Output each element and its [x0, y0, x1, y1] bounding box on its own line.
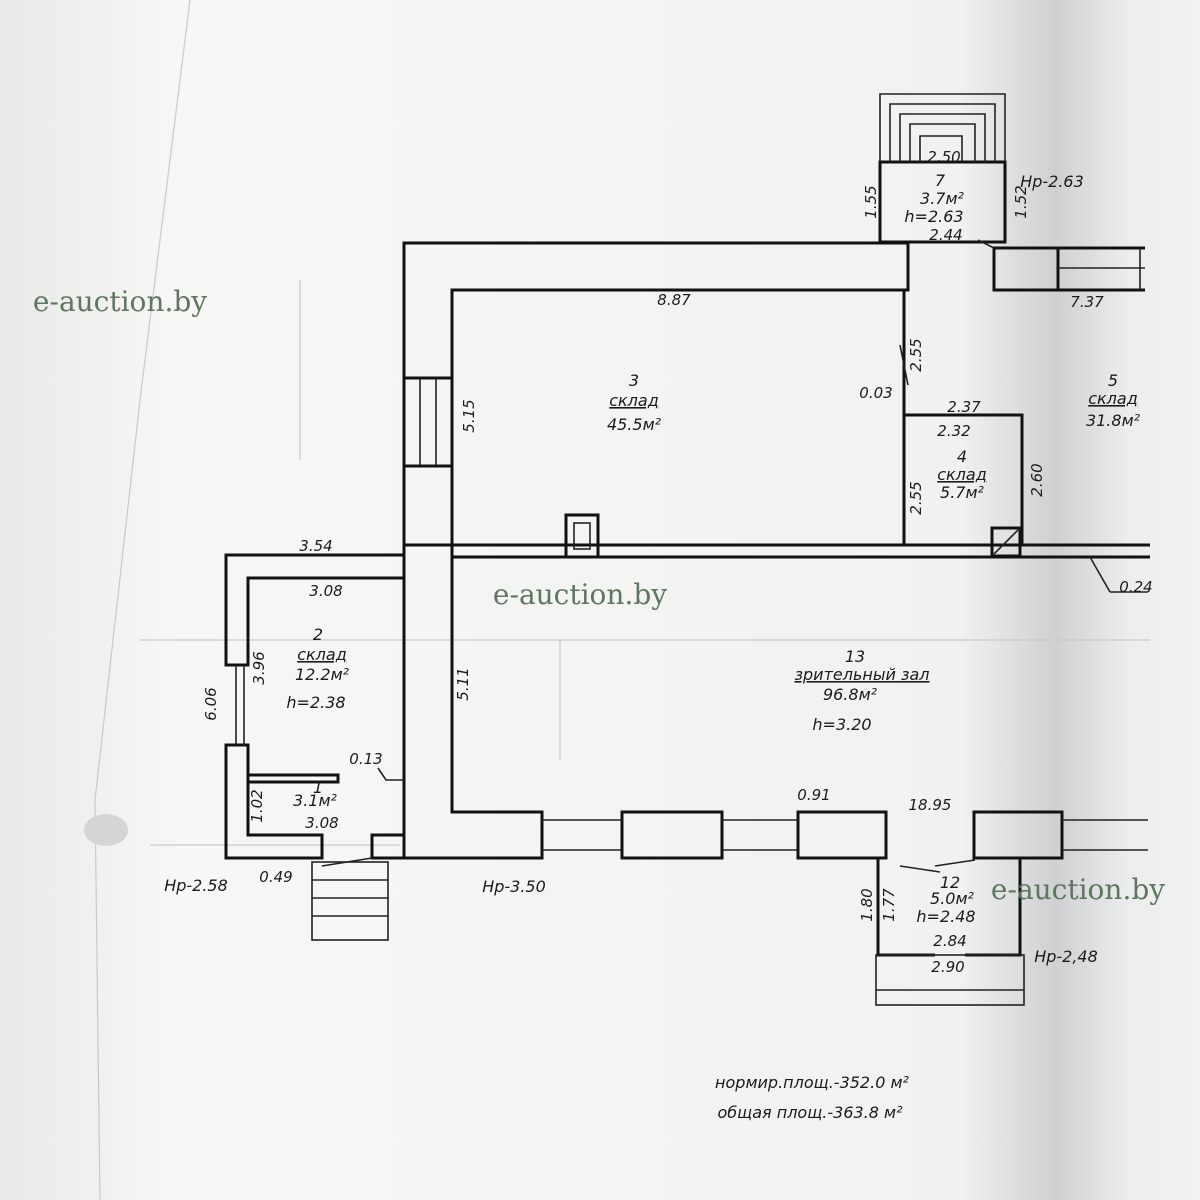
dim-2-37: 2.37 [947, 398, 981, 416]
dim-1-80: 1.80 [858, 888, 876, 921]
room-13-area: 96.8м² [823, 685, 878, 704]
room-5-name: склад [1088, 389, 1138, 408]
dim-7-37: 7.37 [1070, 293, 1104, 311]
dim-0-24: 0.24 [1119, 578, 1152, 596]
dim-5-11: 5.11 [454, 667, 472, 700]
room-2-height: h=2.38 [286, 693, 345, 712]
dim-2-44: 2.44 [929, 226, 962, 244]
room-13-number: 13 [845, 647, 865, 666]
room-2-walls [224, 553, 404, 860]
dim-3-08-top: 3.08 [309, 582, 342, 600]
room-13-name: зрительный зал [795, 665, 930, 684]
right-top-structure [992, 246, 1145, 292]
dim-0-91: 0.91 [797, 786, 830, 804]
dim-1-02: 1.02 [248, 789, 266, 822]
room-4-number: 4 [957, 447, 967, 466]
room-12-walls [875, 858, 1025, 1006]
dim-2-55-top: 2.55 [907, 338, 925, 371]
dim-3-08-bottom: 3.08 [305, 814, 338, 832]
room-2-area: 12.2м² [295, 665, 350, 684]
room-5-number: 5 [1108, 371, 1118, 390]
room-12-number: 12 [940, 873, 960, 892]
dim-3-96: 3.96 [250, 651, 268, 684]
level-2-48: Нр-2,48 [1034, 947, 1098, 966]
room-3-number: 3 [629, 371, 639, 390]
room-1-area: 3.1м² [293, 791, 338, 810]
dim-8-87: 8.87 [657, 291, 691, 309]
room-12-area: 5.0м² [930, 889, 975, 908]
room-labels: 2 склад 12.2м² h=2.38 3 склад 45.5м² 4 с… [286, 171, 1140, 926]
hall-13-bottom-wall [542, 810, 1148, 860]
dim-2-50: 2.50 [927, 148, 960, 166]
dimension-labels: 2.50 1.55 1.52 2.44 8.87 7.37 2.55 0.03 … [202, 148, 1153, 976]
room-12-height: h=2.48 [916, 907, 975, 926]
room-1-number: 1 [313, 778, 323, 797]
room-2-name: склад [297, 645, 347, 664]
room-7-area: 3.7м² [920, 189, 965, 208]
dim-18-95: 18.95 [909, 796, 952, 814]
watermark-left: e-auction.by [33, 285, 207, 318]
dim-1-77: 1.77 [880, 888, 898, 922]
watermark-right: e-auction.by [991, 873, 1165, 906]
dim-2-90: 2.90 [931, 958, 964, 976]
room-3-name: склад [609, 391, 659, 410]
room-4-walls [564, 413, 1024, 559]
room-4-area: 5.7м² [940, 483, 985, 502]
room-7-walls [878, 93, 1007, 244]
dim-3-54: 3.54 [299, 537, 332, 555]
room-5-area: 31.8м² [1086, 411, 1141, 430]
room-3-area: 45.5м² [607, 415, 662, 434]
dim-2-55-bottom: 2.55 [907, 481, 925, 514]
dim-0-13: 0.13 [349, 750, 382, 768]
dim-5-15: 5.15 [460, 399, 478, 432]
room-13-height: h=3.20 [812, 715, 871, 734]
level-marks: Нр-2.63 Нр-2.58 Нр-3.50 Нр-2,48 [164, 172, 1098, 966]
dim-1-55: 1.55 [862, 185, 880, 218]
room-7-height: h=2.63 [904, 207, 963, 226]
dim-2-32: 2.32 [937, 422, 970, 440]
dim-2-60: 2.60 [1028, 463, 1046, 496]
leader-lines [321, 239, 1148, 867]
punch-hole [84, 814, 128, 846]
watermarks: e-auction.by e-auction.by e-auction.by [33, 285, 1165, 906]
level-2-58: Нр-2.58 [164, 876, 228, 895]
level-2-63: Нр-2.63 [1020, 172, 1084, 191]
level-3-50: Нр-3.50 [482, 877, 546, 896]
total-area: общая площ.-363.8 м² [717, 1103, 903, 1122]
central-column [370, 464, 544, 860]
room-7-number: 7 [935, 171, 946, 190]
watermark-center: e-auction.by [493, 578, 667, 611]
dim-6-06: 6.06 [202, 687, 220, 720]
area-totals: нормир.площ.-352.0 м² общая площ.-363.8 … [715, 1073, 909, 1122]
dim-0-49: 0.49 [259, 868, 292, 886]
page-fold-line [94, 0, 191, 1200]
normative-area: нормир.площ.-352.0 м² [715, 1073, 909, 1092]
room-2-number: 2 [313, 625, 323, 644]
dim-1-52: 1.52 [1012, 185, 1030, 218]
dim-2-84: 2.84 [933, 932, 966, 950]
dim-0-03: 0.03 [859, 384, 892, 402]
ghost-lines [140, 280, 1150, 846]
room-4-name: склад [937, 465, 987, 484]
